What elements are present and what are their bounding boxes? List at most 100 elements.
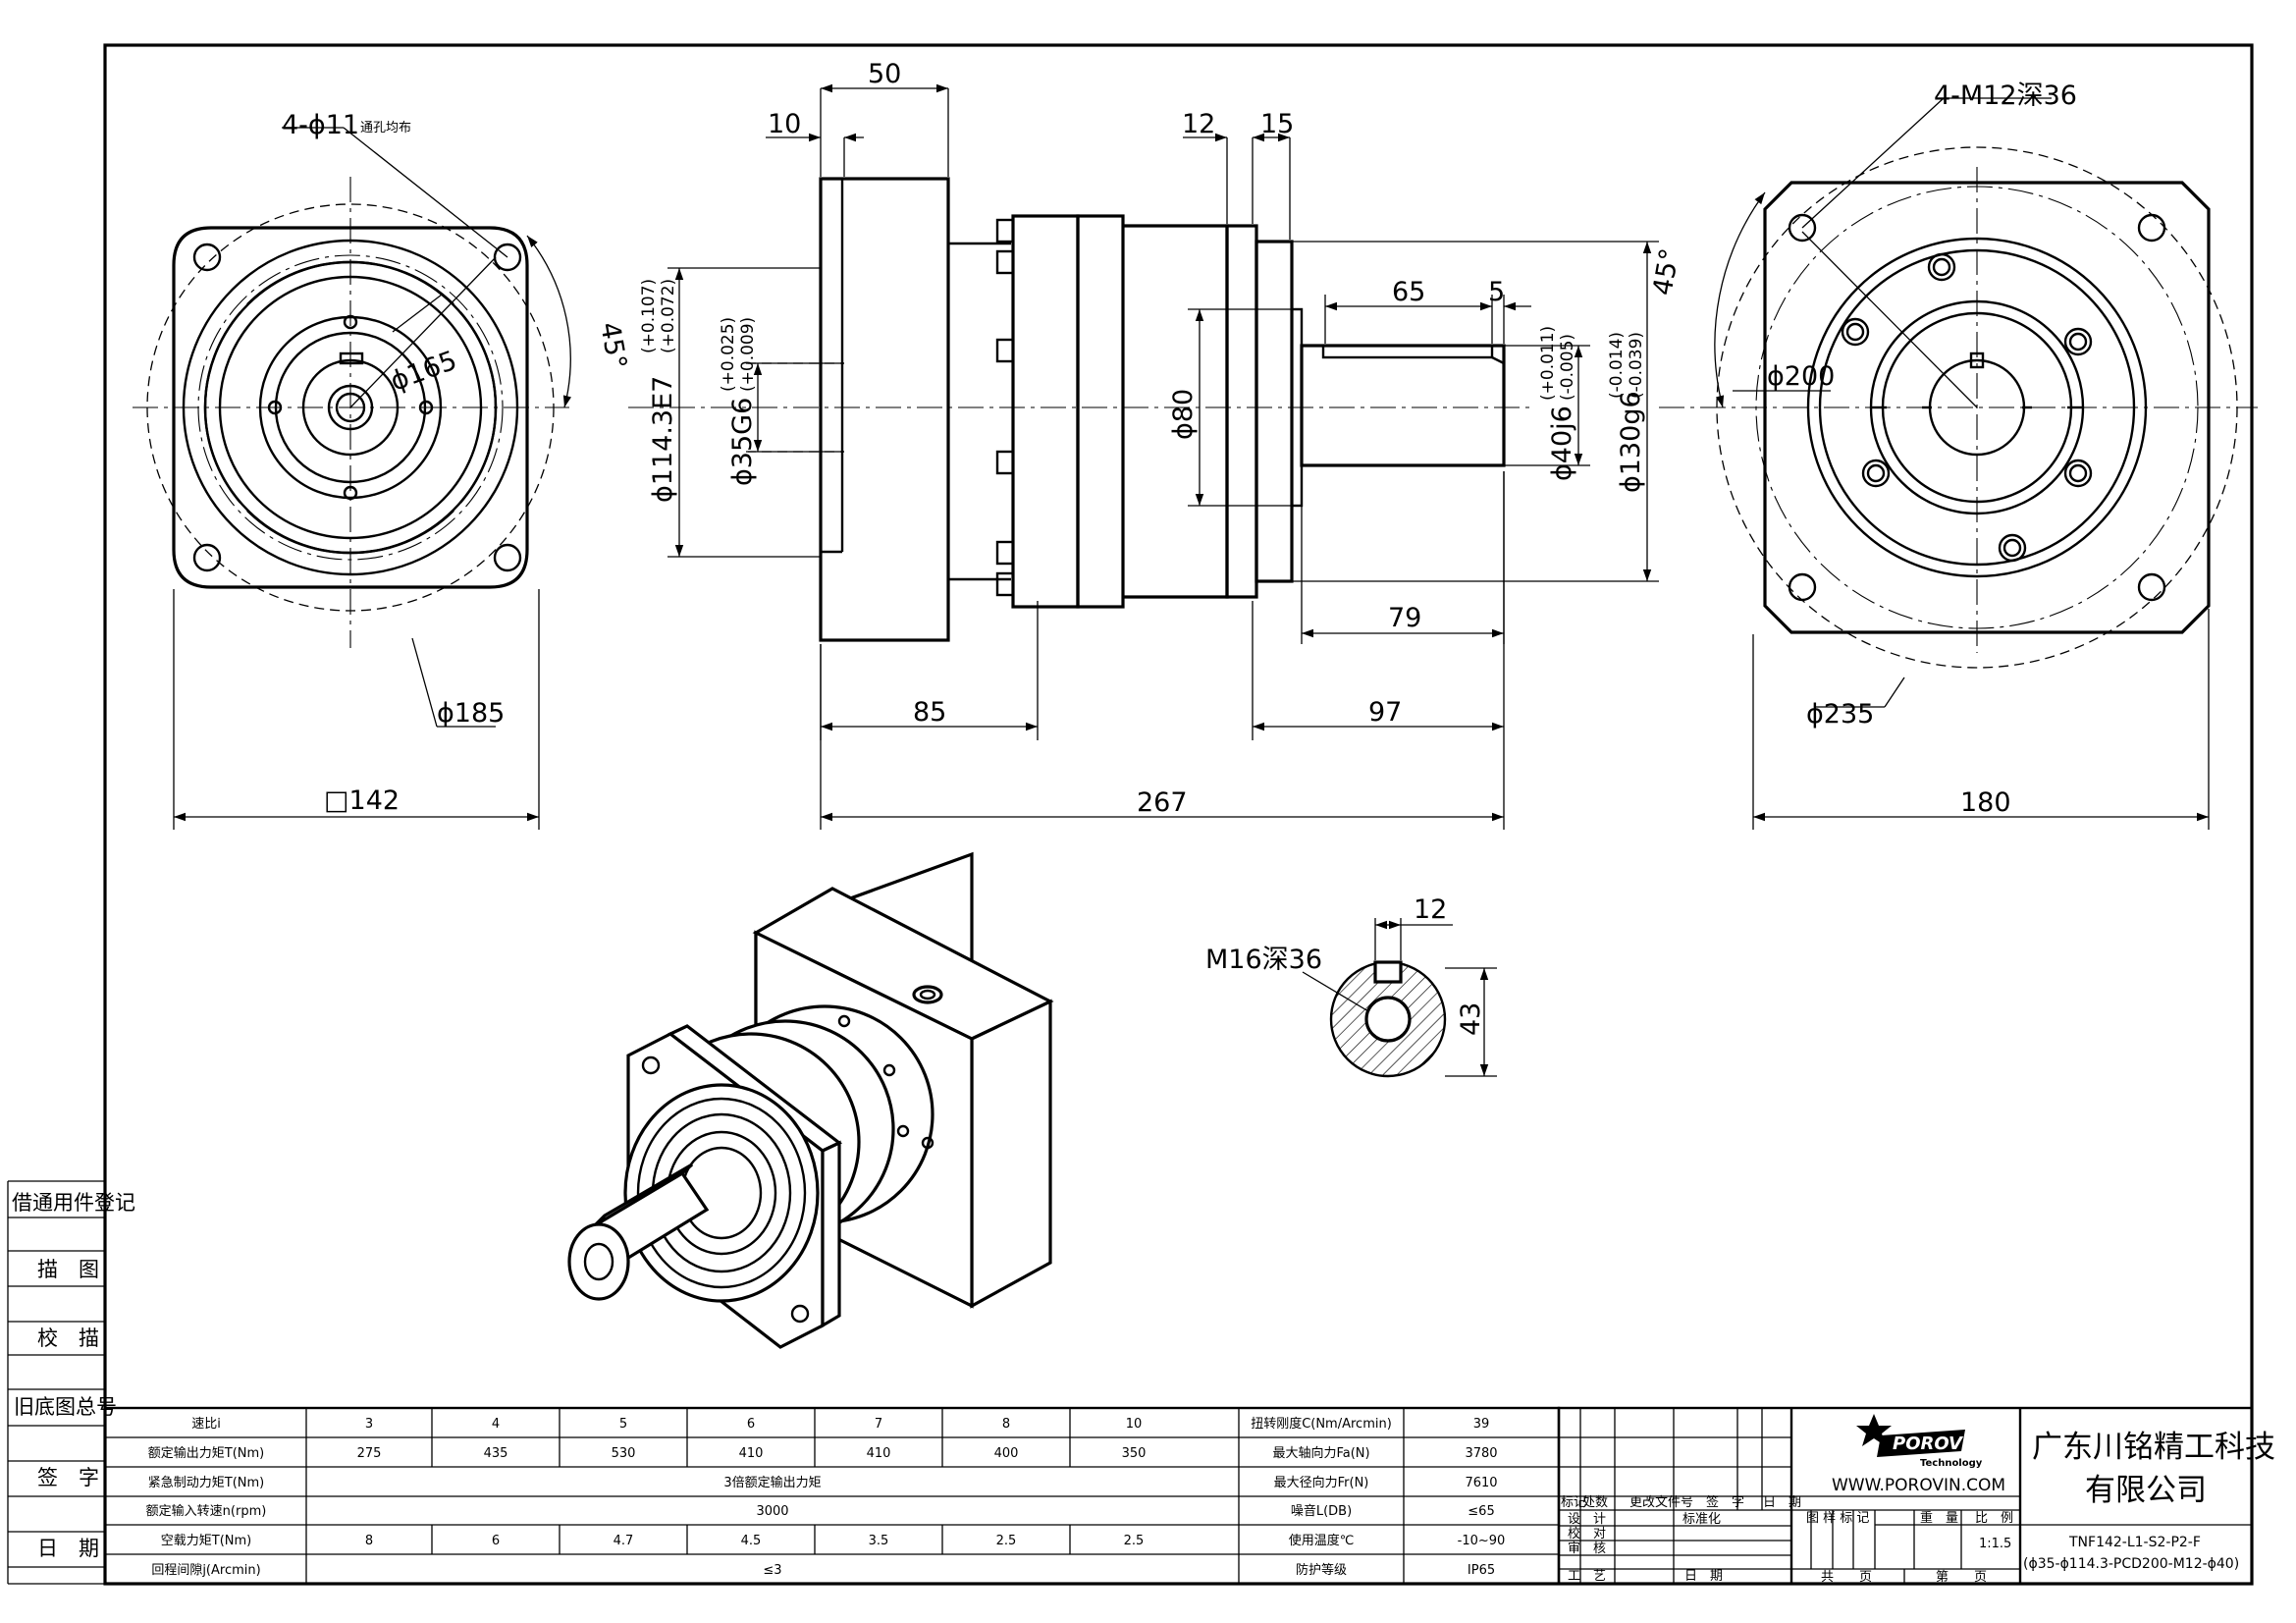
scale-value: 1:1.5: [1979, 1537, 2011, 1551]
spec-right-value: 39: [1473, 1417, 1490, 1432]
section-height: 43: [1456, 1002, 1486, 1036]
spec-right-value: 3780: [1465, 1446, 1497, 1461]
spec-value: 400: [994, 1446, 1019, 1461]
spec-right-label: 最大径向力Fr(N): [1274, 1475, 1369, 1490]
spec-right-label: 扭转刚度C(Nm/Arcmin): [1251, 1416, 1392, 1432]
spec-value: 410: [867, 1446, 891, 1461]
shaft-section: [1302, 918, 1497, 1078]
sidebar-labels: 借通用件登记 描 图 校 描 旧底图总号 签 字 日 期: [12, 1191, 135, 1560]
square-label: □142: [324, 785, 400, 816]
spec-value: 3: [365, 1417, 373, 1432]
sidebar-label: 旧底图总号: [14, 1395, 117, 1419]
spec-row-label: 额定输出力矩T(Nm): [148, 1445, 264, 1461]
rear-pcd: ϕ200: [1767, 361, 1835, 392]
spec-value: 4.5: [741, 1534, 762, 1548]
spec-value: 10: [1126, 1417, 1143, 1432]
spec-value: 435: [484, 1446, 508, 1461]
rear-outer-circle: ϕ235: [1806, 699, 1874, 730]
mark-header: 比 例: [1975, 1511, 2013, 1526]
shaft-tol-bottom: (-0.005): [1558, 334, 1577, 401]
dim-15: 15: [1260, 109, 1294, 139]
spigot-tol-top: (-0.014): [1607, 332, 1627, 399]
spec-row-label: 额定输入转速n(rpm): [146, 1503, 267, 1519]
spec-right-label: 防护等级: [1296, 1562, 1347, 1578]
dim-65: 65: [1392, 277, 1425, 307]
sign-label: 校 对: [1568, 1526, 1606, 1542]
rear-view: [1659, 97, 2258, 830]
rear-width: 180: [1960, 787, 2011, 818]
company-line-1: 广东川铭精工科技: [2032, 1430, 2275, 1465]
thread-callout: 4-M12深36: [1934, 81, 2077, 111]
date-label: 日 期: [1684, 1569, 1723, 1584]
dim-97: 97: [1368, 697, 1402, 728]
sign-label: 设 计: [1568, 1512, 1606, 1527]
spec-right-value: IP65: [1468, 1563, 1495, 1578]
dim-85: 85: [913, 697, 946, 728]
hole-callout-note: 通孔均布: [360, 121, 411, 135]
spec-table: [103, 1406, 1561, 1586]
section-thread: M16深36: [1205, 945, 1322, 975]
spec-row-label: 速比i: [191, 1417, 221, 1432]
title-block: [1557, 1406, 2254, 1586]
spec-right-value: ≤65: [1468, 1504, 1494, 1519]
spec-value: 350: [1122, 1446, 1147, 1461]
side-view-labels: 50 10 12 15 65 5 79 85 97 267 ϕ114.3E7 (…: [639, 59, 1646, 818]
spec-value: 2.5: [1124, 1534, 1145, 1548]
pilot-tol-top: (+0.107): [639, 279, 659, 353]
sidebar-label: 描 图: [37, 1258, 99, 1281]
section-labels: 12 M16深36 43: [1205, 894, 1486, 1036]
spec-value: 6: [492, 1534, 500, 1548]
rear-angle: 45°: [1647, 246, 1685, 298]
rev-header: 日 期: [1763, 1495, 1801, 1510]
spec-row-label: 回程间隙j(Arcmin): [151, 1563, 260, 1578]
spec-right-label: 噪音L(DB): [1291, 1503, 1352, 1519]
mark-header: 重 量: [1920, 1510, 1958, 1526]
page-number: 第 页: [1936, 1570, 1987, 1585]
outer-circle-label: ϕ185: [437, 698, 505, 729]
spec-right-value: 7610: [1465, 1476, 1497, 1490]
spec-value: 7: [875, 1417, 882, 1432]
bore-tol-top: (+0.025): [719, 317, 738, 392]
logo-subtext: Technology: [1920, 1458, 1983, 1469]
bore-tol-bottom: (+0.009): [738, 317, 758, 392]
dim-267: 267: [1137, 787, 1188, 818]
spigot-diameter: ϕ130g6: [1616, 391, 1646, 493]
rev-header: 处数: [1582, 1495, 1608, 1510]
spec-span-value: 3000: [756, 1504, 788, 1519]
shaft-tol-top: (+0.011): [1538, 326, 1558, 401]
hole-callout: 4-ϕ11: [282, 110, 359, 140]
dim-79: 79: [1388, 603, 1421, 633]
spec-value: 410: [739, 1446, 764, 1461]
spec-value: 5: [619, 1417, 627, 1432]
total-pages: 共 页: [1821, 1570, 1872, 1585]
model-line-2: (ϕ35-ϕ114.3-PCD200-M12-ϕ40): [2023, 1556, 2239, 1572]
pilot-diameter: ϕ114.3E7: [648, 376, 678, 503]
rev-header: 更改文件号: [1629, 1495, 1693, 1510]
rev-header: 标记: [1561, 1495, 1586, 1510]
left-sidebar: [7, 1180, 105, 1585]
spec-value: 8: [365, 1534, 373, 1548]
front-view: [133, 127, 572, 830]
spec-value: 2.5: [996, 1534, 1017, 1548]
spec-right-label: 使用温度℃: [1289, 1533, 1355, 1548]
standardize-label: 标准化: [1682, 1512, 1721, 1527]
rev-header: 签 字: [1706, 1494, 1744, 1510]
spec-value: 4.7: [614, 1534, 634, 1548]
dim-50: 50: [868, 59, 901, 89]
spec-value: 275: [357, 1446, 382, 1461]
website: WWW.POROVIN.COM: [1832, 1476, 2005, 1495]
sidebar-label: 日 期: [37, 1537, 99, 1560]
angle-label: 45°: [594, 320, 632, 372]
title-block-text: 标记 处数 更改文件号 签 字 日 期 设 计 校 对 审 核 工 艺 标准化 …: [1561, 1430, 2275, 1585]
side-view: [628, 83, 1659, 830]
spec-value: 530: [612, 1446, 636, 1461]
section-key-width: 12: [1414, 894, 1447, 925]
pilot-tol-bottom: (+0.072): [659, 279, 678, 353]
spec-table-text: 速比i 3 4 5 6 7 8 10 扭转刚度C(Nm/Arcmin) 39 额…: [146, 1416, 1506, 1578]
shaft-diameter: ϕ40j6: [1547, 406, 1577, 481]
spec-value: 3.5: [869, 1534, 889, 1548]
body-diameter: ϕ80: [1168, 389, 1199, 440]
spec-span-value: ≤3: [763, 1563, 781, 1578]
spec-span-value: 3倍额定输出力矩: [723, 1475, 821, 1490]
